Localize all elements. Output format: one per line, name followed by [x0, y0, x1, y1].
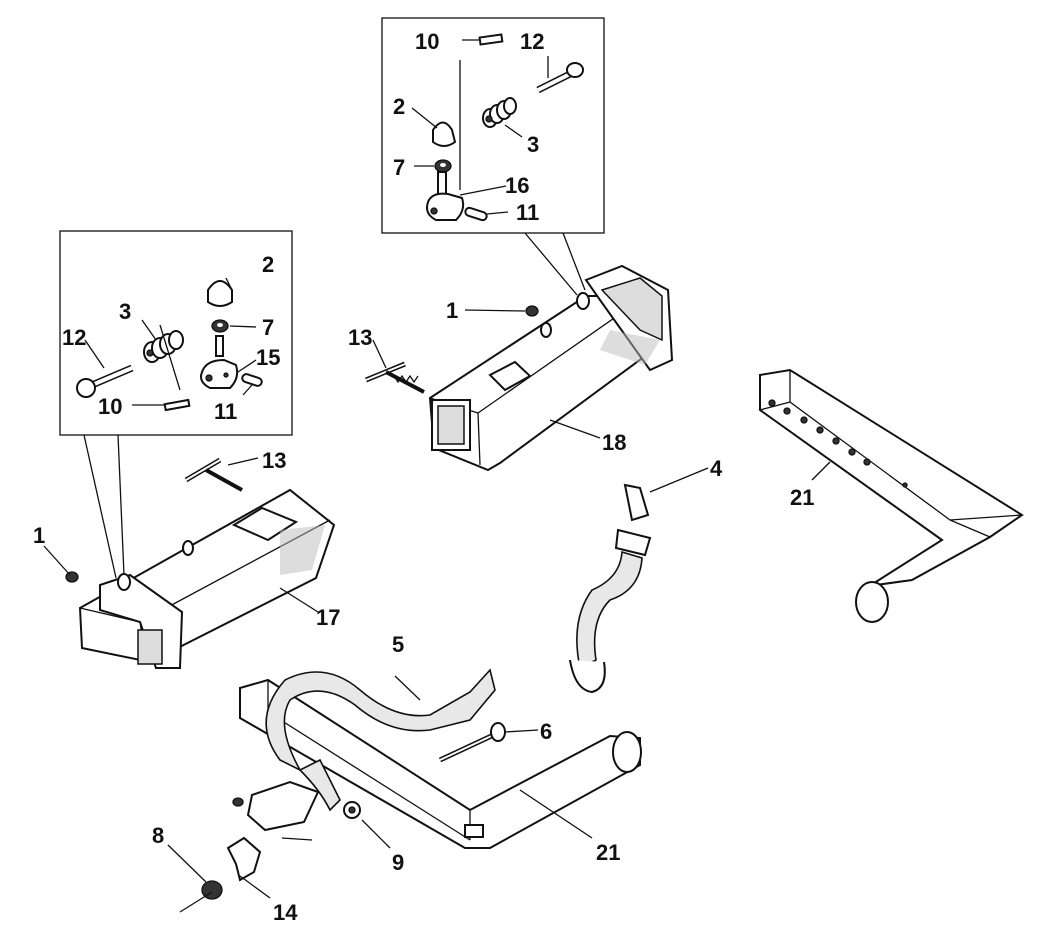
callout-label: 2 [262, 252, 274, 277]
callout-label: 21 [596, 840, 620, 865]
callout-label: 7 [262, 315, 274, 340]
roll-pin-part [163, 398, 191, 412]
detail-box-top: 10 12 2 3 7 16 11 [381, 17, 605, 296]
strap-assembly-4: 4 [569, 456, 723, 694]
callout-label: 17 [316, 605, 340, 630]
hitch-bar-21-upper: 21 [759, 368, 1024, 623]
callout-label: 21 [790, 485, 814, 510]
pin-part [464, 206, 488, 222]
callout-label: 13 [262, 448, 286, 473]
nut-part [211, 319, 229, 333]
receiver-assembly-18: 1 13 18 [348, 264, 674, 472]
callout-label: 11 [214, 399, 237, 424]
roll-pin-part [478, 33, 504, 46]
callout-label: 1 [446, 298, 458, 323]
knob-part [432, 121, 457, 147]
bolt-part [536, 62, 584, 94]
pin-part [241, 373, 263, 387]
callout-label: 10 [98, 394, 122, 419]
callout-label: 14 [273, 900, 298, 925]
callout-label: 12 [520, 29, 544, 54]
callout-label: 3 [527, 132, 539, 157]
locking-body-part [200, 335, 239, 389]
spring-part [482, 97, 517, 128]
bolt-part [76, 364, 134, 398]
callout-label: 2 [393, 94, 405, 119]
callout-label: 3 [119, 299, 131, 324]
spring-part [143, 330, 184, 363]
callout-label: 4 [710, 456, 723, 481]
nut-part [434, 159, 452, 173]
callout-label: 18 [602, 430, 626, 455]
callout-label: 5 [392, 632, 404, 657]
callout-label: 8 [152, 823, 164, 848]
callout-label: 16 [505, 173, 529, 198]
locking-body-part [426, 171, 465, 221]
callout-label: 11 [516, 200, 539, 225]
callout-label: 15 [256, 345, 280, 370]
callout-label: 10 [415, 29, 439, 54]
callout-label: 13 [348, 325, 372, 350]
callout-label: 7 [393, 155, 405, 180]
knob-part [207, 280, 233, 307]
callout-label: 9 [392, 850, 404, 875]
callout-label: 1 [33, 523, 45, 548]
detail-box-left: 2 3 7 12 15 10 11 [59, 230, 293, 579]
receiver-assembly-17: 13 1 17 [33, 448, 340, 669]
callout-label: 6 [540, 719, 552, 744]
callout-label: 12 [62, 325, 86, 350]
hitch-assembly-lower: 5 6 21 8 9 14 [152, 632, 642, 925]
